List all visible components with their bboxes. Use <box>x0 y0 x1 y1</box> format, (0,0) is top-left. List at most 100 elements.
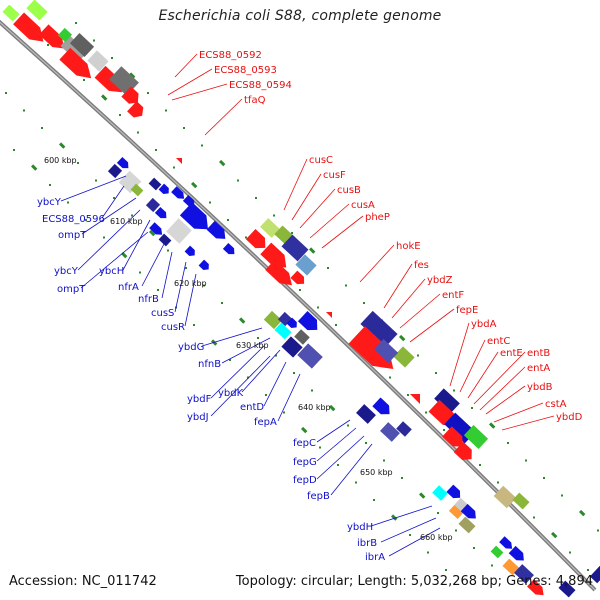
tick-mark <box>209 201 211 204</box>
leader-line-red <box>171 83 228 101</box>
tick-mark <box>597 529 599 532</box>
leader-line-red <box>449 322 470 387</box>
gene-label-blue: ybdJ <box>187 412 209 423</box>
gene-marker <box>410 394 420 404</box>
leader-line-blue <box>221 337 271 364</box>
tick-mark <box>291 232 293 234</box>
gene-block <box>512 492 530 510</box>
gene-label-blue: fepB <box>307 491 330 502</box>
gene-block <box>281 234 309 262</box>
gene-arrow <box>38 24 65 49</box>
leader-line-red <box>467 351 499 399</box>
tick-mark <box>77 162 79 164</box>
gene-label-red: entE <box>500 348 523 359</box>
leader-line-blue <box>316 427 357 462</box>
gene-block <box>148 177 162 191</box>
tick-mark <box>13 149 15 151</box>
gene-block <box>107 163 123 179</box>
leader-line-red <box>167 68 213 96</box>
gene-block <box>57 27 73 43</box>
tick-mark <box>5 92 7 94</box>
gene-label-blue: fepG <box>293 457 317 468</box>
tick-mark <box>479 464 481 466</box>
tick-mark <box>533 516 535 519</box>
tick-mark <box>147 92 149 94</box>
leader-line-red <box>473 351 526 405</box>
kbp-label: 650 kbp <box>360 468 393 477</box>
gene-arrow <box>265 259 292 286</box>
gene-label-blue: ibrB <box>357 538 377 549</box>
gene-label-red: ybdA <box>471 319 497 330</box>
gene-label-red: entF <box>442 290 464 301</box>
gene-block <box>2 4 20 22</box>
gene-arrow <box>94 65 122 93</box>
tick-mark <box>443 429 445 431</box>
gene-arrow <box>245 229 266 249</box>
leader-line-red <box>501 415 555 431</box>
gene-label-red: cusB <box>337 185 361 196</box>
tick-mark <box>543 477 545 479</box>
tick-mark <box>300 426 308 434</box>
leader-line-red <box>359 244 395 283</box>
leader-line-red <box>204 98 243 136</box>
tick-mark <box>41 127 43 129</box>
tick-mark <box>435 372 437 374</box>
tick-mark <box>373 499 375 501</box>
gene-label-red: entC <box>487 336 510 347</box>
gene-block <box>281 336 303 358</box>
leader-line-red <box>399 293 441 329</box>
tick-mark <box>95 179 97 182</box>
gene-arrow <box>121 86 139 104</box>
tick-mark <box>131 214 133 217</box>
leader-line-red <box>321 215 364 249</box>
tick-mark <box>203 284 205 287</box>
leader-line-blue <box>77 209 141 271</box>
leader-line-blue <box>263 361 287 407</box>
tick-mark <box>437 512 439 514</box>
tick-mark <box>183 127 185 129</box>
leader-line-red <box>459 339 486 393</box>
tick-mark <box>319 446 321 449</box>
tick-mark <box>309 247 316 254</box>
tick-mark <box>328 404 336 412</box>
gene-arrow <box>508 545 524 561</box>
topology-text: Topology: circular; Length: 5,032,268 bp… <box>235 574 593 589</box>
tick-mark <box>247 376 249 379</box>
gene-label-blue: cusR <box>161 322 185 333</box>
tick-mark <box>507 442 509 444</box>
tick-mark <box>255 197 257 199</box>
leader-line-blue <box>201 327 263 347</box>
tick-mark <box>299 289 301 291</box>
gene-block <box>493 485 517 509</box>
leader-line-blue <box>184 273 197 327</box>
tick-mark <box>587 569 589 571</box>
gene-label-blue: cusS <box>151 308 174 319</box>
tick-mark <box>409 534 411 536</box>
tick-mark <box>23 109 25 112</box>
gene-label-blue: fepA <box>254 417 277 428</box>
gene-arrow <box>222 242 235 255</box>
tick-mark <box>128 72 136 79</box>
leader-line-blue <box>370 505 433 527</box>
gene-label-red: ybdD <box>556 412 583 423</box>
leader-line-blue <box>101 185 125 219</box>
tick-mark <box>327 267 329 269</box>
gene-arrow <box>297 311 318 331</box>
tick-mark <box>113 197 115 199</box>
gene-label-red: fes <box>414 260 429 271</box>
tick-mark <box>239 317 246 324</box>
gene-arrow <box>442 426 464 447</box>
tick-mark <box>265 394 267 396</box>
leader-line-blue <box>210 345 265 399</box>
tick-mark <box>191 181 198 189</box>
tick-mark <box>49 184 51 186</box>
tick-mark <box>67 201 69 204</box>
kbp-label: 640 kbp <box>298 403 331 412</box>
leader-line-blue <box>174 261 187 313</box>
gene-arrow <box>372 397 390 415</box>
tick-mark <box>227 219 229 221</box>
tick-mark <box>363 302 365 304</box>
tick-mark <box>453 389 455 392</box>
accession-text: Accession: NC_011742 <box>9 574 157 589</box>
